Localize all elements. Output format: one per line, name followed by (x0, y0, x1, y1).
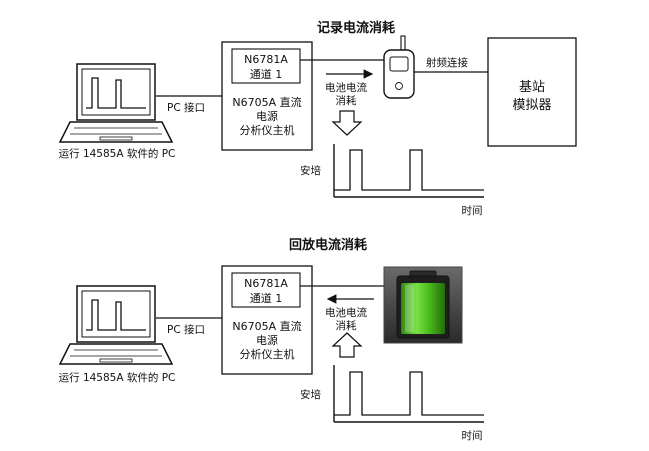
top-x-axis-label: 时间 (462, 204, 483, 217)
bottom-y-axis-label: 安培 (300, 388, 321, 401)
top-title: 记录电流消耗 (317, 20, 395, 36)
bottom-title: 回放电流消耗 (289, 237, 367, 253)
top-laptop-icon (58, 63, 174, 143)
top-base-station-box (487, 37, 577, 147)
bottom-hollow-up-arrow-icon (331, 332, 363, 358)
top-analyzer-line3: 分析仪主机 (240, 123, 295, 137)
bottom-pc-interface-label: PC 接口 (167, 323, 205, 336)
bottom-analyzer-line2: 电源 (256, 333, 278, 347)
bottom-analyzer-line1: N6705A 直流 (232, 319, 301, 333)
bottom-analyzer-line3: 分析仪主机 (240, 347, 295, 361)
bottom-laptop-caption: 运行 14585A 软件的 PC (59, 371, 176, 384)
top-hollow-down-arrow-icon (331, 110, 363, 136)
top-rf-link-label: 射频连接 (426, 56, 468, 69)
top-current-label-2: 消耗 (336, 94, 357, 107)
bottom-laptop-icon (58, 285, 174, 365)
top-pc-interface-label: PC 接口 (167, 101, 205, 114)
bottom-module-box (231, 272, 301, 308)
top-section: 记录电流消耗 运行 14585A 软件的 PC PC 接口 N6781A 通道 … (58, 20, 577, 217)
top-waveform-plot (333, 144, 484, 198)
bottom-module-model: N6781A (244, 277, 288, 290)
top-base-line1: 基站 (519, 80, 545, 95)
bottom-battery-icon (383, 266, 463, 344)
top-module-model: N6781A (244, 53, 288, 66)
top-module-box (231, 48, 301, 84)
bottom-module-channel: 通道 1 (250, 291, 283, 305)
top-current-label-1: 电池电流 (325, 81, 367, 94)
top-cell-phone-icon (383, 35, 415, 99)
bottom-waveform-plot (333, 365, 484, 423)
bottom-current-label-1: 电池电流 (325, 306, 367, 319)
top-analyzer-line1: N6705A 直流 (232, 95, 301, 109)
top-module-channel: 通道 1 (250, 67, 283, 81)
top-y-axis-label: 安培 (300, 164, 321, 177)
bottom-current-label-2: 消耗 (336, 319, 357, 332)
top-analyzer-line2: 电源 (256, 109, 278, 123)
top-base-line2: 模拟器 (512, 98, 551, 113)
bottom-section: 回放电流消耗 运行 14585A 软件的 PC PC 接口 N6781A 通道 … (59, 237, 484, 442)
top-laptop-caption: 运行 14585A 软件的 PC (59, 147, 176, 160)
bottom-x-axis-label: 时间 (462, 429, 483, 442)
